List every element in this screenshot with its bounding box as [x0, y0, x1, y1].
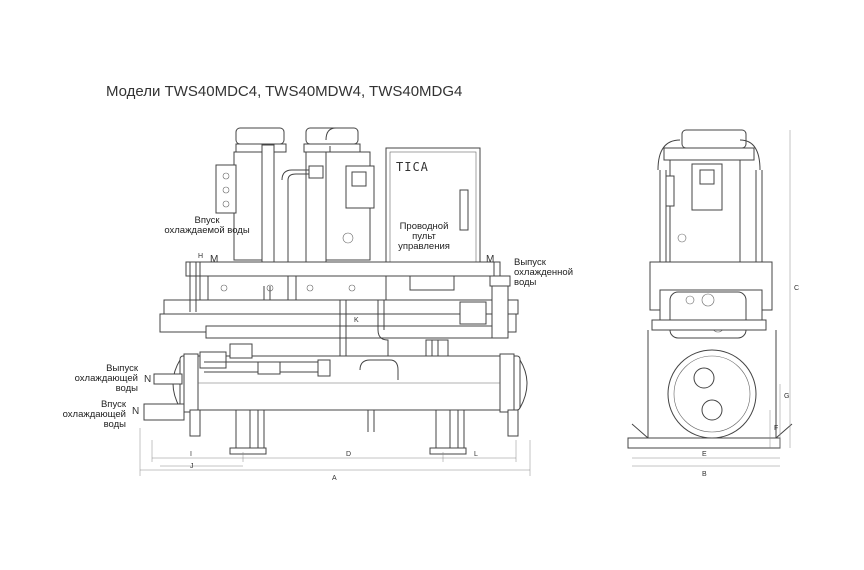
- label-wired-control-panel: Проводной пульт управления: [398, 221, 450, 252]
- compressor-right: [303, 127, 375, 263]
- dim-D-label: D: [346, 451, 351, 458]
- brand-label: TICA: [396, 160, 429, 174]
- dim-L-label: L: [474, 451, 478, 458]
- dim-I-label: I: [190, 451, 192, 458]
- page-title: Модели TWS40MDC4, TWS40MDW4, TWS40MDG4: [106, 83, 463, 100]
- marker-H: H: [198, 253, 203, 260]
- marker-N-bottom: N: [132, 406, 139, 417]
- dim-B-label: B: [702, 471, 707, 478]
- marker-N-top: N: [144, 374, 151, 385]
- dim-A-label: A: [332, 475, 337, 482]
- dim-E-label: E: [702, 451, 707, 458]
- dim-G-label: G: [784, 393, 789, 400]
- label-cooling-water-outlet: Выпуск охлаждающей воды: [74, 363, 138, 394]
- marker-M-right: M: [486, 254, 494, 265]
- label-chilled-water-outlet: Выпуск охлажденной воды: [514, 257, 574, 288]
- dim-J-label: J: [190, 463, 194, 470]
- side-view-drawing: E B C G F: [627, 129, 799, 478]
- compressor-left: [215, 127, 287, 266]
- control-panel: TICA: [385, 147, 481, 291]
- dim-F-label: F: [774, 425, 778, 432]
- label-chilled-water-inlet: Впуск охлаждаемой воды: [164, 215, 250, 236]
- marker-M-left: M: [210, 254, 218, 265]
- label-cooling-water-inlet: Впуск охлаждающей воды: [62, 399, 126, 430]
- marker-K: K: [354, 317, 359, 324]
- dim-C-label: C: [794, 285, 799, 292]
